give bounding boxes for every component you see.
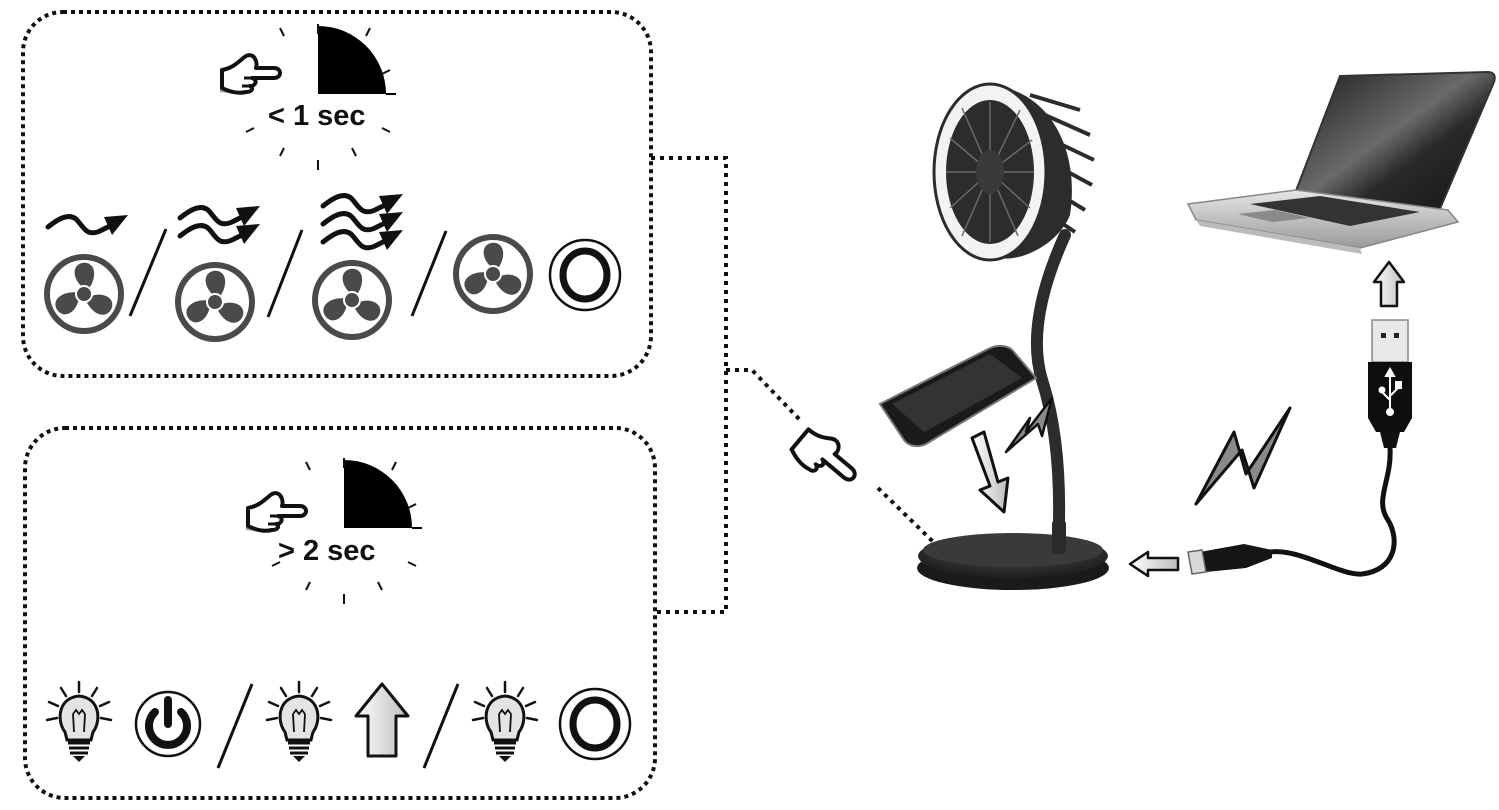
- press-hand-icon: [788, 427, 857, 482]
- off-circle-icon: [560, 689, 630, 759]
- lightning-bolt-icon: [1194, 406, 1292, 506]
- light-bulb-icon: [45, 680, 113, 764]
- usb-cable: [1187, 319, 1412, 577]
- separator-slash: [266, 229, 304, 318]
- place-phone-arrow-icon: [970, 430, 1010, 514]
- short-press-panel: [21, 10, 653, 378]
- separator-slash: [422, 683, 460, 769]
- connect-to-laptop-arrow-icon: [1372, 260, 1406, 308]
- fan-off-icon: [456, 237, 530, 311]
- off-circle-icon: [550, 240, 620, 310]
- long-press-panel: [23, 426, 657, 800]
- short-press-duration-label: < 1 sec: [268, 100, 366, 132]
- timer-icon: [245, 23, 397, 171]
- fan-low-speed-icon: [47, 215, 128, 331]
- lightning-bolt-icon: [1004, 396, 1054, 454]
- light-bulb-icon: [265, 680, 333, 764]
- connector-lines: [651, 156, 962, 614]
- fan-medium-speed-icon: [178, 206, 260, 339]
- separator-slash: [410, 230, 448, 317]
- usb-symbol-icon: [1378, 366, 1402, 416]
- separator-slash: [128, 228, 168, 317]
- smartphone: [878, 344, 1038, 448]
- timer-icon: [271, 457, 423, 605]
- press-hand-icon: [244, 491, 308, 534]
- separator-slash: [216, 683, 254, 769]
- fan-high-speed-icon: [315, 194, 403, 337]
- fan-device: [917, 82, 1109, 590]
- laptop: [1186, 70, 1496, 254]
- long-press-duration-label: > 2 sec: [278, 535, 376, 567]
- press-hand-icon: [218, 53, 282, 96]
- brightness-up-arrow-icon: [354, 682, 410, 758]
- connect-to-device-arrow-icon: [1128, 550, 1180, 578]
- light-bulb-icon: [471, 680, 539, 764]
- fan-head: [932, 82, 1095, 262]
- power-icon: [134, 690, 202, 758]
